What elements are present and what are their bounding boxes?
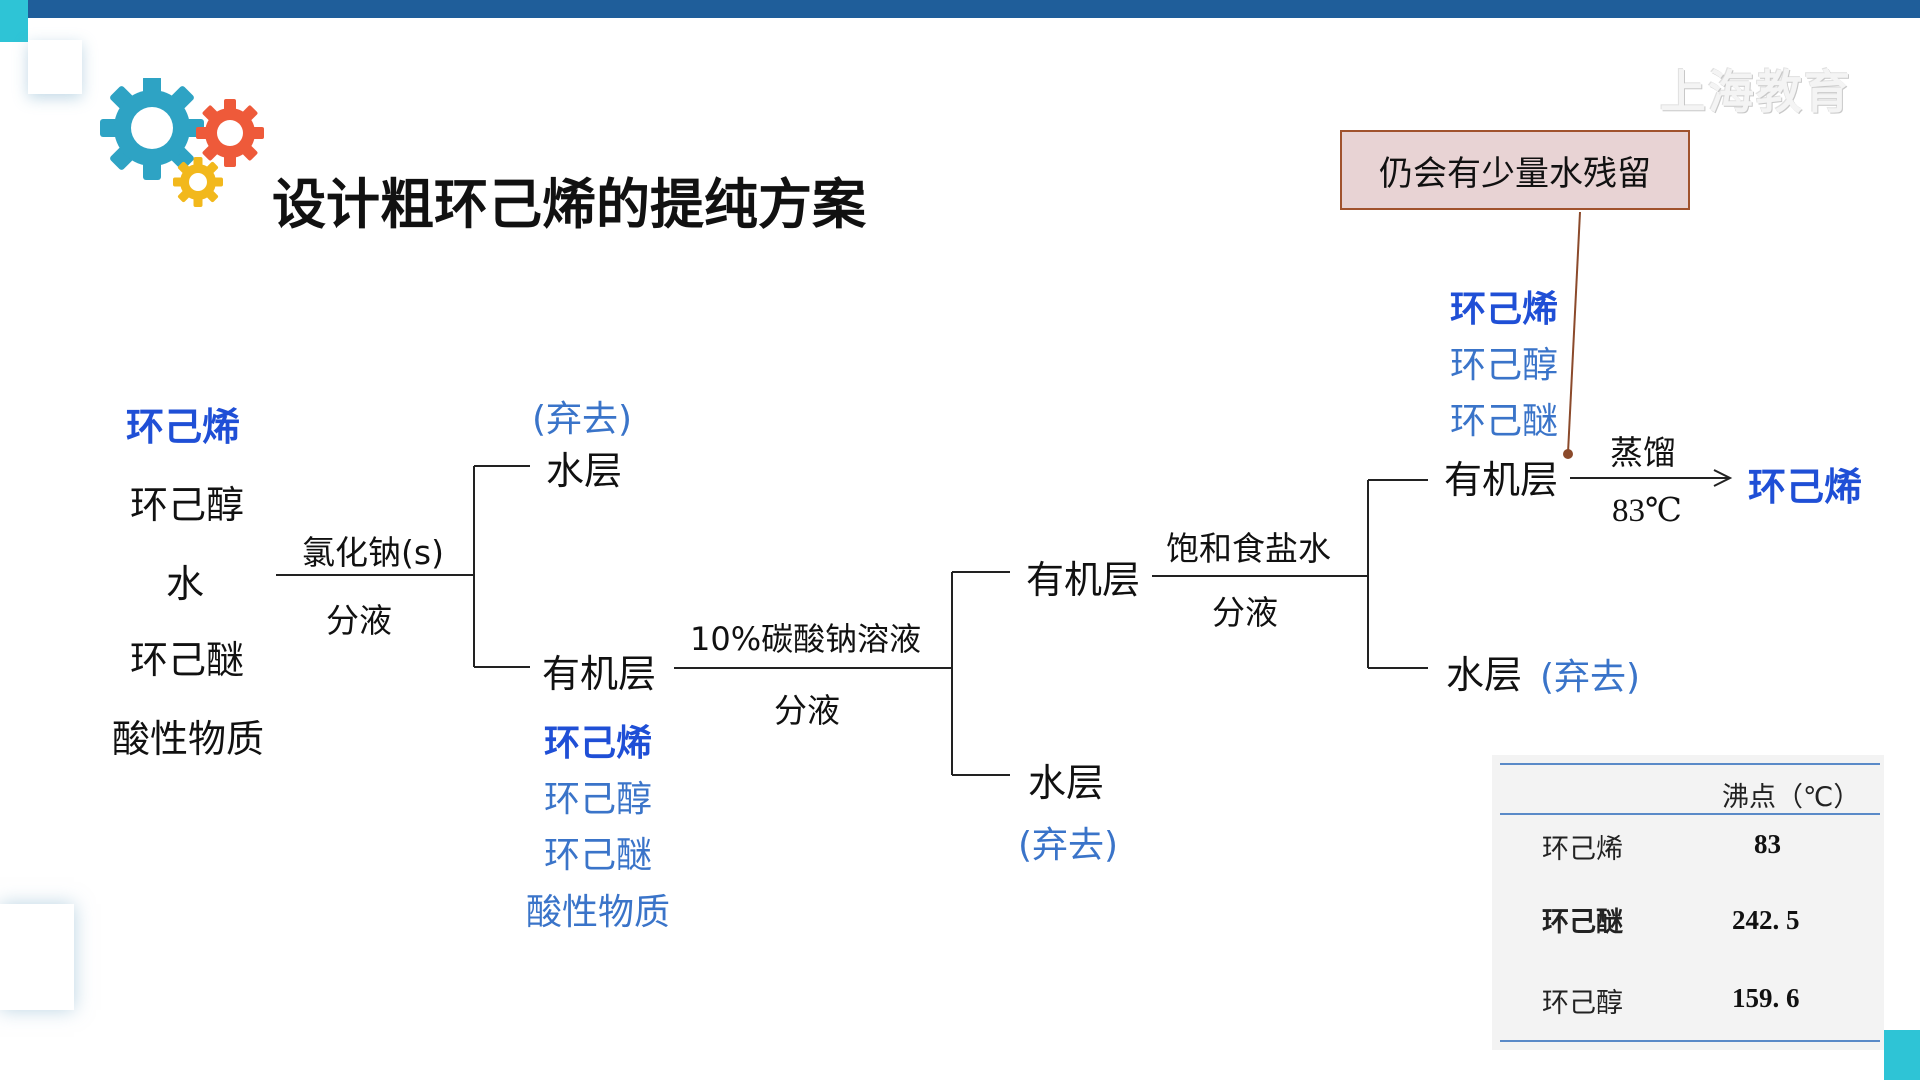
crude-cyclohexene: 环己烯 (126, 405, 241, 449)
table-row-value: 159. 6 (1732, 983, 1800, 1013)
table-row-name: 环己醇 (1542, 988, 1623, 1019)
step2-organic-layer: 有机层 (1026, 558, 1141, 602)
table-rule-top (1500, 763, 1880, 765)
table-header: 沸点（℃） (1722, 782, 1861, 813)
step4-op: 蒸馏 (1610, 433, 1676, 472)
corner-accent-bottom-right (1884, 1030, 1920, 1080)
step1-discard: (弃去) (532, 399, 633, 440)
step1-op: 分液 (326, 601, 392, 640)
table-row-name: 环己醚 (1542, 907, 1623, 938)
step3-organic-cyclohexene: 环己烯 (1450, 289, 1559, 330)
step1-organic-ether: 环己醚 (544, 835, 653, 876)
corner-accent-top-left (0, 0, 28, 42)
step3-organic-cyclohexanol: 环己醇 (1450, 345, 1559, 386)
step1-organic-layer: 有机层 (542, 652, 657, 696)
table-row-value: 242. 5 (1732, 905, 1800, 935)
table-row-name: 环己烯 (1542, 834, 1623, 865)
crude-cyclohexanol: 环己醇 (130, 483, 245, 527)
step2-reagent: 10%碳酸钠溶液 (690, 620, 922, 658)
step2-op: 分液 (774, 691, 840, 730)
step3-discard: (弃去) (1540, 657, 1641, 698)
step3-water-layer: 水层 (1446, 653, 1523, 697)
step1-organic-cyclohexanol: 环己醇 (544, 779, 653, 820)
note-callout: 仍会有少量水残留 (1340, 130, 1690, 210)
crude-water: 水 (166, 562, 205, 606)
final-product: 环己烯 (1748, 465, 1863, 509)
boiling-point-table: 沸点（℃） 环己烯 83 环己醚 242. 5 环己醇 159. 6 (1492, 755, 1884, 1050)
table-rule-header (1500, 813, 1880, 815)
step3-op: 分液 (1212, 593, 1278, 632)
page-title: 设计粗环己烯的提纯方案 (272, 173, 866, 236)
step1-water-layer: 水层 (546, 449, 623, 493)
step2-discard: (弃去) (1018, 825, 1119, 866)
step3-organic-layer: 有机层 (1444, 458, 1559, 502)
step3-reagent: 饱和食盐水 (1166, 529, 1331, 568)
corner-square-top-left (28, 40, 82, 94)
corner-square-bottom-left (0, 904, 74, 1010)
table-rule-bottom (1500, 1040, 1880, 1042)
step1-reagent: 氯化钠(s) (302, 533, 444, 572)
crude-ether: 环己醚 (130, 638, 245, 682)
step4-temp: 83℃ (1612, 493, 1682, 529)
step1-organic-acid: 酸性物质 (526, 892, 671, 933)
top-bar (0, 0, 1920, 18)
watermark-logo: 上海教育 (1660, 65, 1852, 119)
step1-organic-cyclohexene: 环己烯 (544, 723, 653, 764)
step3-organic-ether: 环己醚 (1450, 401, 1559, 442)
gears-icon (100, 78, 264, 207)
step2-water-layer: 水层 (1028, 761, 1105, 805)
table-row-value: 83 (1754, 829, 1781, 859)
crude-acid: 酸性物质 (112, 717, 265, 761)
